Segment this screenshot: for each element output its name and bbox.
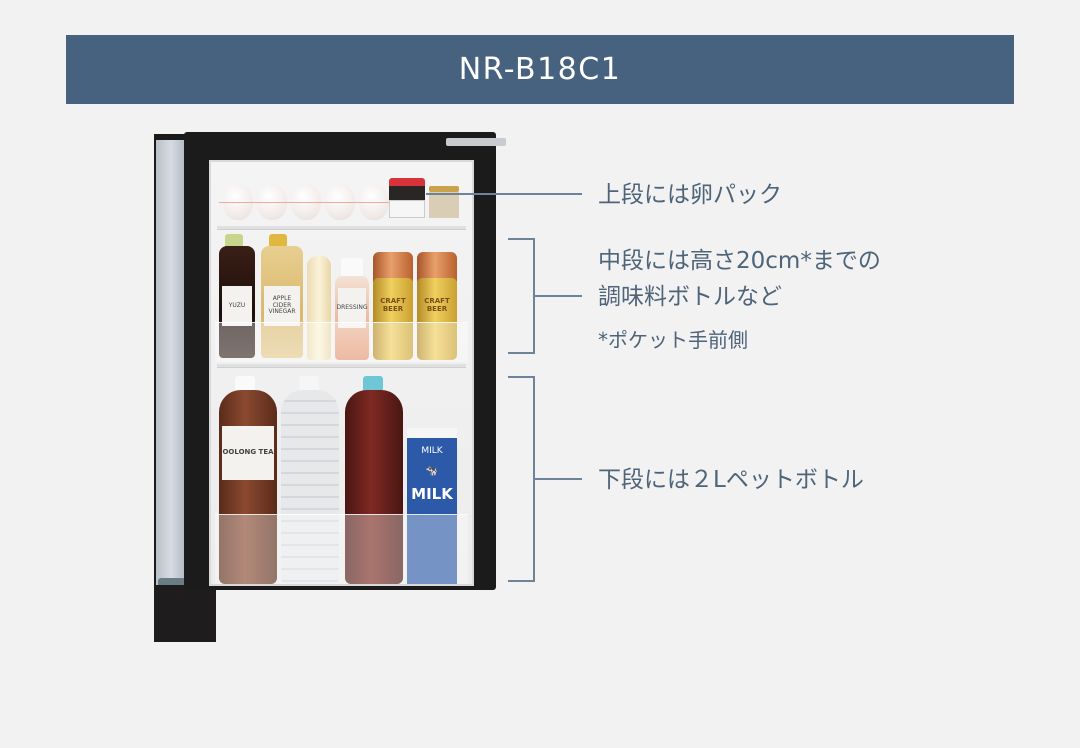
fridge-interior: YUZU APPLE CIDER VINEGAR DRESSING CRAFT … [209, 160, 474, 586]
bottle-label: APPLE CIDER VINEGAR [264, 286, 300, 326]
model-header-bar: NR-B18C1 [66, 35, 1014, 104]
bracket-middle-bottom [508, 352, 534, 354]
model-title: NR-B18C1 [458, 52, 622, 87]
beer-can-1: CRAFT BEER [373, 278, 413, 360]
beer-can-2: CRAFT BEER [417, 278, 457, 360]
yuzu-bottle: YUZU [219, 246, 255, 358]
bottle-cap [225, 234, 243, 248]
callout-line-bottom [535, 478, 582, 480]
jar-gold-lid [429, 186, 459, 218]
callout-middle-line2: 調味料ボトルなど [598, 284, 782, 310]
bottle-cap [269, 234, 287, 248]
can-label: CRAFT BEER [424, 297, 450, 313]
beer-can-top [417, 252, 457, 282]
bottle-label: YUZU [222, 286, 252, 326]
mayonnaise-bottle [307, 256, 331, 360]
bracket-middle-vertical [533, 238, 535, 354]
top-handle [446, 138, 506, 146]
milk-label-top: MILK [421, 446, 443, 456]
freezer-door-base [154, 585, 216, 642]
egg-tray-rim [219, 202, 389, 203]
dressing-bottle: DRESSING [335, 276, 369, 360]
bottle-cap [363, 376, 383, 392]
water-bottle [281, 390, 339, 584]
bottle-label: DRESSING [336, 288, 368, 328]
bracket-bottom-bottom [508, 580, 534, 582]
bottle-cap [299, 376, 319, 392]
callout-middle-note: *ポケット手前側 [598, 328, 748, 352]
vinegar-bottle: APPLE CIDER VINEGAR [261, 246, 303, 358]
beer-can-top [373, 252, 413, 282]
tea-bottle [345, 390, 403, 584]
bottle-cap [235, 376, 255, 392]
can-label: CRAFT BEER [380, 297, 406, 313]
refrigerator-image: YUZU APPLE CIDER VINEGAR DRESSING CRAFT … [154, 130, 506, 645]
callout-line-top [426, 193, 582, 195]
milk-label-main: MILK [411, 485, 453, 503]
bracket-bottom-top [508, 376, 534, 378]
jar-red-lid [389, 178, 425, 218]
bottle-cap [341, 258, 363, 278]
shelf-divider-top [217, 226, 466, 230]
door-pocket-middle [215, 322, 468, 362]
shelf-divider-middle [217, 364, 466, 368]
oolong-tea-bottle: OOLONG TEA [219, 390, 277, 584]
callout-middle-line1: 中段には高さ20cm*までの [598, 248, 881, 274]
cow-icon: 🐄 [425, 466, 439, 477]
milk-carton: MILK 🐄 MILK [407, 428, 457, 584]
callout-bottom-text: 下段には２Lペットボトル [598, 467, 864, 493]
bracket-bottom-vertical [533, 376, 535, 582]
door-pocket-bottom [215, 514, 468, 584]
callout-line-middle [535, 295, 582, 297]
bracket-middle-top [508, 238, 534, 240]
bottle-label: OOLONG TEA [222, 426, 274, 480]
callout-top-text: 上段には卵パック [598, 182, 782, 208]
open-door-edge [154, 134, 186, 639]
